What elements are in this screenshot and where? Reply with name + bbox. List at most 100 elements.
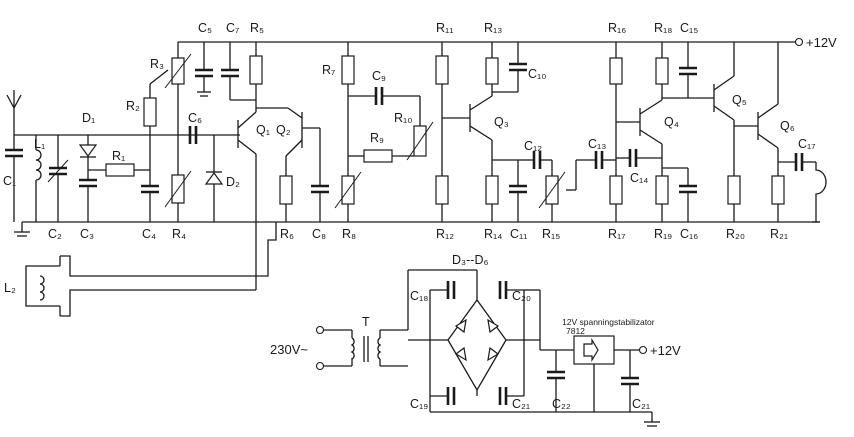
headphone-jack-icon — [812, 162, 827, 223]
potentiometer-R10 — [406, 121, 434, 161]
label-R17: R₁₇ — [608, 227, 626, 241]
capacitor-C11 — [492, 159, 527, 222]
resistor-R9 — [348, 149, 414, 163]
label-R21: R₂₁ — [770, 227, 788, 241]
potentiometer-R4 — [164, 170, 192, 222]
label-C2: C₂ — [48, 227, 62, 241]
capacitor-C20 — [498, 281, 541, 350]
inductor-L1 — [14, 134, 42, 222]
label-R9: R₉ — [370, 131, 384, 145]
resistor-R17 — [609, 175, 623, 222]
label-R14: R₁₄ — [484, 227, 502, 241]
capacitor-C5 — [195, 42, 213, 97]
label-R3: R₃ — [150, 57, 164, 71]
label-C12: C₁₂ — [524, 139, 542, 153]
transformer-T — [350, 270, 409, 367]
label-D2: D₂ — [226, 175, 240, 189]
transistor-Q5 — [713, 42, 735, 176]
label-regulator-title: 12V spanningstabilizator — [562, 317, 655, 327]
label-C14: C₁₄ — [630, 171, 648, 185]
bridge-rectifier — [408, 269, 540, 397]
capacitor-C21-bridge — [498, 387, 508, 405]
component-labels: C₁ L₁ D₁ C₂ C₃ R₁ R₂ R₃ C₄ R₄ C₅ C₇ R₅ C… — [3, 21, 837, 411]
capacitor-C7 — [221, 42, 256, 101]
inductor-L2 — [25, 222, 277, 317]
capacitor-C13 — [576, 151, 616, 169]
label-C3: C₃ — [80, 227, 94, 241]
label-Q1: Q₁ — [256, 123, 270, 137]
label-C4: C₄ — [142, 227, 156, 241]
label-C9: C₉ — [372, 69, 386, 83]
label-R12: R₁₂ — [436, 227, 454, 241]
capacitor-C14 — [616, 149, 662, 167]
capacitor-C10 — [492, 42, 527, 93]
diode-D1 — [78, 135, 98, 222]
resistor-R19 — [655, 175, 669, 222]
label-R8: R₈ — [342, 227, 356, 241]
transistor-Q3 — [442, 95, 493, 176]
ground-symbol — [14, 222, 30, 237]
transistor-Q6 — [734, 42, 779, 176]
label-C8: C₈ — [312, 227, 326, 241]
resistor-R16 — [609, 42, 623, 176]
transistor-Q1 — [237, 108, 257, 290]
antenna — [5, 90, 23, 222]
label-Q4: Q₄ — [664, 115, 679, 129]
label-supply-top: +12V — [806, 35, 837, 50]
label-C21-bridge: C₂₁ — [512, 397, 530, 411]
label-R2: R₂ — [126, 99, 140, 113]
capacitor-C22 — [540, 349, 574, 412]
label-R4: R₄ — [172, 227, 186, 241]
capacitor-C4 — [141, 184, 159, 222]
label-R1: R₁ — [112, 149, 125, 163]
label-C7: C₇ — [226, 21, 239, 35]
label-C13: C₁₃ — [588, 137, 606, 151]
capacitor-C19 — [446, 387, 456, 405]
label-C16: C₁₆ — [680, 227, 698, 241]
label-supply-bottom: +12V — [650, 343, 681, 358]
label-R20: R₂₀ — [726, 227, 745, 241]
label-Q2: Q₂ — [276, 123, 291, 137]
resistor-R6 — [279, 175, 293, 222]
label-R11: R₁₁ — [436, 21, 453, 35]
transistor-Q2 — [256, 107, 320, 176]
resistor-R5 — [249, 42, 263, 108]
transistor-Q4 — [616, 99, 663, 176]
resistor-R12 — [435, 175, 449, 222]
label-C11: C₁₁ — [510, 227, 527, 241]
label-C21-output: C₂₁ — [632, 397, 650, 411]
capacitor-C12 — [518, 151, 553, 176]
resistor-R18 — [655, 42, 669, 100]
varicap-C2 — [47, 135, 69, 222]
capacitor-C17 — [778, 153, 816, 171]
label-R10: R₁₀ — [394, 111, 412, 125]
label-C19: C₁₉ — [410, 397, 428, 411]
resistor-R1 — [88, 163, 150, 177]
capacitor-C9 — [348, 87, 421, 126]
label-C22: C₂₂ — [552, 397, 571, 411]
resistor-R7 — [341, 42, 355, 176]
label-R6: R₆ — [280, 227, 294, 241]
label-L2: L₂ — [4, 281, 16, 295]
label-L1: L₁ — [34, 137, 45, 151]
label-C17: C₁₇ — [798, 137, 816, 151]
mains-input-terminals — [315, 325, 353, 371]
resistor-R11 — [435, 42, 449, 176]
label-C1: C₁ — [3, 174, 16, 188]
potentiometer-R3 — [164, 42, 192, 175]
capacitor-C6 — [188, 126, 198, 144]
top-supply-rail — [178, 37, 804, 47]
potentiometer-R15 — [538, 160, 577, 222]
label-R16: R₁₆ — [608, 21, 626, 35]
capacitor-C21-output — [621, 350, 639, 412]
capacitor-C16 — [662, 167, 697, 222]
resistor-R20 — [727, 175, 741, 222]
label-Q5: Q₅ — [732, 93, 747, 107]
label-T: T — [362, 315, 370, 329]
potentiometer-R8 — [334, 171, 362, 222]
label-Q3: Q₃ — [494, 115, 509, 129]
label-R13: R₁₃ — [484, 21, 502, 35]
label-regulator-part: 7812 — [566, 326, 585, 336]
